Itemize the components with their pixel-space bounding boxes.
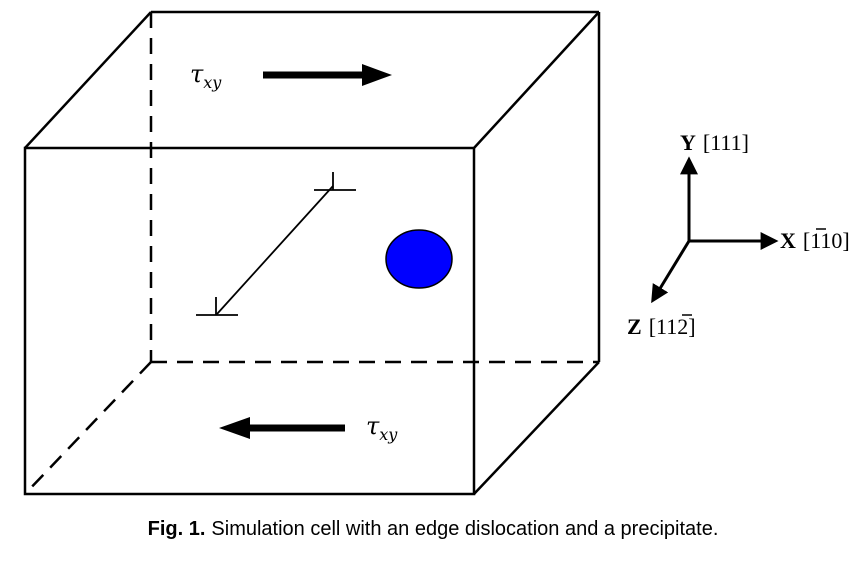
svg-text:X[110]: X[110] xyxy=(780,228,850,253)
stress-label-top: τxy xyxy=(190,60,222,92)
coordinate-axes xyxy=(651,156,779,304)
visible-edges xyxy=(23,10,601,496)
stress-label-bottom: τxy xyxy=(366,412,398,444)
z-axis-arrow xyxy=(651,240,691,304)
top-left-depth-edge xyxy=(24,11,152,149)
front-face xyxy=(23,146,476,496)
z-axis-label: Z[112] xyxy=(627,314,696,339)
figure-caption: Fig. 1.Simulation cell with an edge disl… xyxy=(0,518,866,541)
precipitate xyxy=(385,229,453,289)
caption-lead: Fig. 1. xyxy=(147,518,206,540)
x-axis-label: X[110] xyxy=(780,228,850,253)
top-right-depth-edge xyxy=(473,11,600,149)
hidden-edges xyxy=(24,12,599,495)
bottom-depth-edge xyxy=(24,361,152,495)
top-shear-arrow xyxy=(263,64,392,86)
svg-text:Z[112]: Z[112] xyxy=(627,314,696,339)
bottom-right-depth-edge xyxy=(473,361,600,495)
dislocation-symbol-bottom xyxy=(196,297,238,316)
y-axis-label: Y[111] xyxy=(680,130,749,155)
edge-dislocation xyxy=(196,172,356,316)
caption-text: Simulation cell with an edge dislocation… xyxy=(211,518,719,540)
dislocation-symbol-top xyxy=(314,172,356,191)
dislocation-line xyxy=(216,185,334,315)
bottom-shear-arrow xyxy=(219,417,345,439)
